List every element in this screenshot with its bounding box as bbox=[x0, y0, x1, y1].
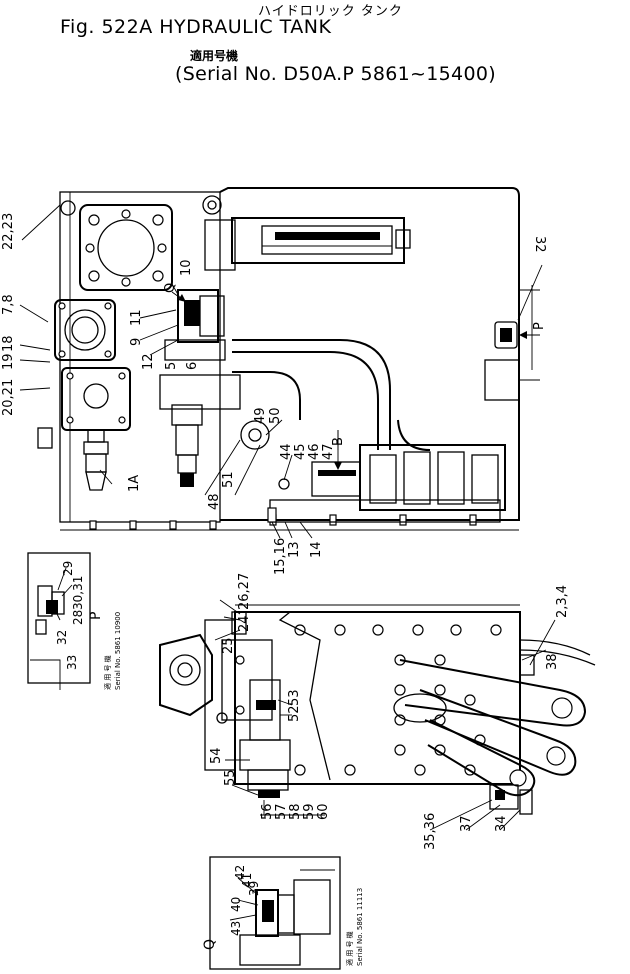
callout: 25 bbox=[221, 637, 236, 654]
callout: 46 bbox=[307, 443, 322, 460]
detail-p-box bbox=[27, 552, 91, 690]
callout: 37 bbox=[459, 815, 474, 832]
callout: 40 bbox=[229, 897, 243, 912]
detail-note-serial: Serial No. 5861 11113 bbox=[356, 888, 364, 966]
callout: 50 bbox=[268, 407, 283, 424]
callout: 18 bbox=[1, 335, 16, 352]
callout-labels: 22,23 7,8 18 19 20,21 10 Q 11 9 12 5 6 1… bbox=[1, 213, 570, 966]
callout: 32 bbox=[55, 630, 69, 645]
level-gauge bbox=[204, 217, 411, 271]
callout: 13 bbox=[287, 541, 302, 558]
callout: 45 bbox=[293, 443, 308, 460]
callout: 20,21 bbox=[1, 379, 16, 416]
callout: 19 bbox=[1, 353, 16, 370]
callout: 59 bbox=[302, 803, 317, 820]
end-plate bbox=[59, 191, 221, 523]
return-flange bbox=[54, 299, 116, 361]
callout: 53 bbox=[287, 689, 302, 706]
callout: 2,3,4 bbox=[555, 585, 570, 618]
figure-title: Fig. 522A HYDRAULIC TANK bbox=[60, 16, 332, 38]
callout: 54 bbox=[209, 747, 224, 764]
detail-note-serial: Serial No. 5861 10900 bbox=[114, 612, 122, 690]
callout: 39 bbox=[247, 881, 261, 896]
strainer-block bbox=[37, 367, 131, 491]
callout: 9 bbox=[129, 338, 144, 346]
control-levers bbox=[393, 639, 596, 797]
callout: 58 bbox=[288, 803, 303, 820]
view-b-arrow bbox=[334, 430, 342, 470]
callout: Q bbox=[163, 283, 178, 293]
callout: 26,27 bbox=[237, 573, 252, 610]
callout: 6 bbox=[185, 362, 200, 370]
callout: 10 bbox=[179, 259, 194, 276]
callout: 43 bbox=[229, 921, 243, 936]
callout: B bbox=[331, 437, 346, 446]
callout: 44 bbox=[279, 443, 294, 460]
callout: 51 bbox=[221, 471, 236, 488]
callout: 29 bbox=[61, 561, 75, 576]
callout: 14 bbox=[309, 541, 324, 558]
lower-view bbox=[159, 599, 596, 831]
callout: 38 bbox=[545, 653, 560, 670]
detail-q-box bbox=[209, 856, 341, 970]
upper-view bbox=[19, 187, 543, 539]
callout: 11 bbox=[129, 309, 144, 326]
tank-top-plate bbox=[234, 611, 521, 785]
callout: 47 bbox=[321, 443, 336, 460]
view-q-arrow bbox=[171, 291, 187, 303]
pilot-valve bbox=[159, 289, 270, 487]
callout: 34 bbox=[494, 815, 509, 832]
bottom-bolt-row bbox=[89, 514, 477, 530]
upper-leader-lines bbox=[19, 204, 543, 539]
callout: 52 bbox=[287, 705, 302, 722]
detail-note-jp: 適 用 号 機 bbox=[103, 655, 112, 690]
view-p-arrow bbox=[519, 331, 540, 339]
callout: 60 bbox=[316, 803, 331, 820]
callout: 24 bbox=[237, 615, 252, 632]
strainer-assembly bbox=[159, 611, 331, 798]
callout: 12 bbox=[141, 353, 156, 370]
callout: 32 bbox=[532, 236, 547, 253]
callout: 22,23 bbox=[1, 213, 16, 250]
callout: 56 bbox=[260, 803, 275, 820]
callout: 49 bbox=[253, 407, 268, 424]
callout: 42 bbox=[233, 865, 247, 880]
callout: 55 bbox=[223, 769, 238, 786]
tank-body bbox=[219, 187, 520, 521]
breather-boss bbox=[60, 195, 222, 216]
japanese-title: ハイドロリック タンク bbox=[258, 4, 403, 19]
right-side-port bbox=[484, 285, 540, 401]
detail-label: Q bbox=[202, 939, 218, 950]
serial-range: (Serial No. D50A.P 5861~15400) bbox=[175, 63, 496, 85]
callout: 30,31 bbox=[71, 576, 85, 610]
callout: P bbox=[532, 322, 547, 330]
callout: 5 bbox=[164, 362, 179, 370]
suction-flange bbox=[79, 204, 173, 291]
detail-label: P bbox=[88, 612, 104, 620]
control-valve bbox=[267, 444, 506, 523]
detail-note-jp: 適 用 号 機 bbox=[345, 931, 354, 966]
callout: 57 bbox=[274, 803, 289, 820]
return-pipes bbox=[232, 339, 431, 451]
callout: 41 bbox=[240, 873, 254, 888]
callout: 35,36 bbox=[423, 813, 438, 850]
callout: 28 bbox=[71, 610, 85, 625]
callout: 15,16 bbox=[273, 538, 288, 575]
callout: 1A bbox=[127, 475, 142, 492]
callout: 7,8 bbox=[1, 294, 16, 315]
callout: 33 bbox=[65, 655, 79, 670]
japanese-serial-label: 適用号機 bbox=[190, 49, 239, 63]
lower-leader-lines bbox=[214, 599, 556, 831]
callout: 48 bbox=[207, 493, 222, 510]
right-bracket bbox=[231, 611, 535, 815]
